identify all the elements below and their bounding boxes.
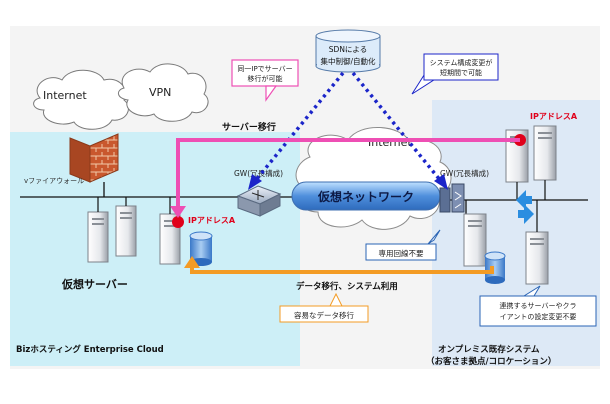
gw-right-label: GW(冗長構成) <box>440 168 489 178</box>
same-ip-line2: 移行が可能 <box>248 74 283 83</box>
database-cylinder-icon <box>484 251 506 284</box>
onprem-line2: （お客さま拠点/コロケーション） <box>426 356 556 367</box>
internet-left-label: Internet <box>43 89 87 102</box>
cloud-panel <box>10 132 300 366</box>
sdn-controller-icon <box>315 29 381 73</box>
sdn-control-line-right <box>351 71 442 182</box>
client-line2: イアントの設定変更不要 <box>500 312 577 321</box>
router-gateway-icon <box>236 185 282 217</box>
gw-left-label: GW(冗長構成) <box>234 168 283 178</box>
easy-migration-callout <box>279 292 369 323</box>
router-gateway-icon <box>439 183 465 213</box>
biz-cloud-label: Bizホスティング Enterprise Cloud <box>16 344 164 355</box>
internet-center-label: Internet <box>368 136 412 149</box>
firewall-label: vファイアウォール <box>24 177 84 185</box>
data-migration-label: データ移行、システム利用 <box>296 281 398 292</box>
tower-server-icon <box>87 197 181 265</box>
server-migration-arrow <box>176 138 520 212</box>
sdn-arrowhead-left <box>248 174 262 190</box>
config-change-callout <box>411 53 499 95</box>
dedicated-line-label: 専用回線不要 <box>379 248 424 258</box>
config-line2: 短期間で可能 <box>440 68 482 77</box>
swap-arrows-icon <box>516 190 534 224</box>
ip-right-label: IPアドレスA <box>530 112 578 121</box>
onprem-line1: オンプレミス既存システム <box>438 344 540 355</box>
ip-address-dot-left <box>172 216 184 228</box>
sdn-line2: 集中制御/自動化 <box>320 56 376 66</box>
internet-cloud-left-icon <box>33 69 129 130</box>
vpn-label: VPN <box>149 86 171 99</box>
sdn-arrowhead-right <box>434 174 448 190</box>
ip-left-label: IPアドレスA <box>188 216 236 225</box>
dedicated-line-callout <box>365 229 441 261</box>
easy-migration-label: 容易なデータ移行 <box>294 310 354 320</box>
client-line1: 連携するサーバーやクラ <box>500 301 577 310</box>
config-line1: システム構成変更が <box>430 58 493 67</box>
database-cylinder-icon <box>189 231 213 266</box>
tower-server-icon <box>463 125 557 285</box>
sdn-control-line-left <box>254 71 345 182</box>
sdn-line1: SDNによる <box>329 45 367 54</box>
virtual-network-label: 仮想ネットワーク <box>317 189 414 204</box>
server-migration-label: サーバー移行 <box>222 121 276 133</box>
data-arrowhead <box>184 256 200 268</box>
virtual-server-label: 仮想サーバー <box>61 277 128 291</box>
same-ip-line1: 同一IPでサーバー <box>237 65 292 73</box>
same-ip-callout <box>231 59 299 102</box>
vpn-cloud-icon <box>118 63 209 122</box>
migration-arrowhead <box>170 206 186 218</box>
brick-firewall-icon <box>69 133 119 183</box>
client-settings-callout <box>479 285 597 327</box>
